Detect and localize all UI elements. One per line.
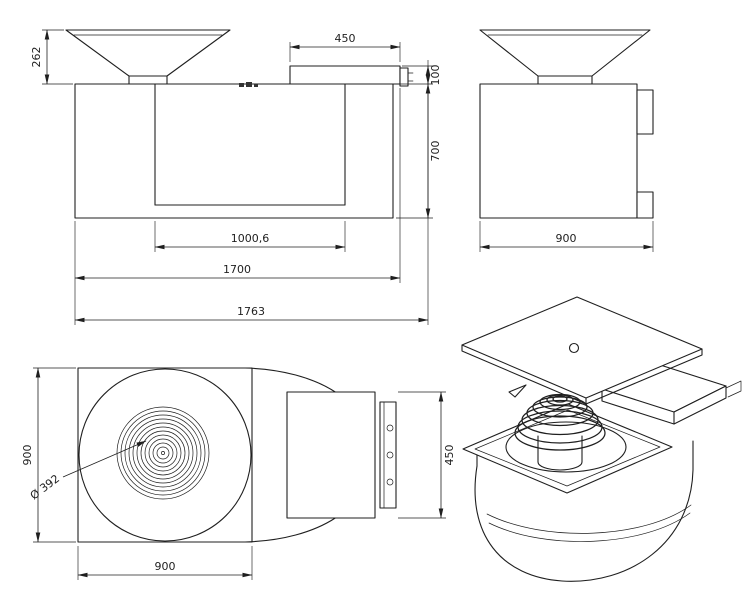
dimension-label: 450 bbox=[443, 445, 456, 466]
fire-bowl-side bbox=[479, 29, 651, 77]
dimension-label: 1763 bbox=[237, 305, 265, 318]
side-table-top bbox=[286, 391, 376, 519]
cabinet-body bbox=[74, 83, 394, 219]
lid bbox=[461, 296, 703, 405]
top-frame-square bbox=[77, 367, 253, 543]
shelf-bracket-top bbox=[636, 89, 654, 135]
dimension-label: 450 bbox=[335, 32, 356, 45]
dimension-label: Ø 392 bbox=[28, 472, 62, 502]
grill-grate bbox=[116, 406, 210, 500]
bowl-neck bbox=[128, 75, 168, 85]
side-view bbox=[479, 29, 654, 219]
top-frame-iso bbox=[462, 403, 673, 494]
dimension-label: 700 bbox=[429, 141, 442, 162]
cabinet-body-side bbox=[479, 83, 638, 219]
handle-rail bbox=[379, 401, 397, 509]
bowl-opening bbox=[78, 368, 252, 542]
isometric-view bbox=[461, 296, 742, 582]
fire-bowl bbox=[65, 29, 231, 77]
dimension-label: 1700 bbox=[223, 263, 251, 276]
dimension-label: 900 bbox=[556, 232, 577, 245]
front-view bbox=[65, 29, 414, 219]
pointer-mark bbox=[508, 384, 527, 398]
dimension-label: 262 bbox=[30, 47, 43, 68]
side-view-dimensions: 900 bbox=[479, 221, 654, 252]
grate-stack bbox=[514, 393, 606, 451]
top-view bbox=[77, 367, 397, 543]
shelf-bracket-bottom bbox=[636, 191, 654, 219]
handle bbox=[399, 67, 409, 87]
dimension-label: 900 bbox=[21, 445, 34, 466]
dimension-label: 900 bbox=[155, 560, 176, 573]
bowl-neck-side bbox=[537, 75, 593, 85]
brand-logo bbox=[239, 82, 258, 87]
burner-column bbox=[537, 435, 583, 471]
front-view-dimensions: 262 450 100 700 1000,6 1700 1763 bbox=[30, 29, 442, 325]
side-shelf bbox=[289, 65, 401, 85]
dimension-label: 100 bbox=[429, 65, 442, 86]
dimension-label: 1000,6 bbox=[231, 232, 270, 245]
